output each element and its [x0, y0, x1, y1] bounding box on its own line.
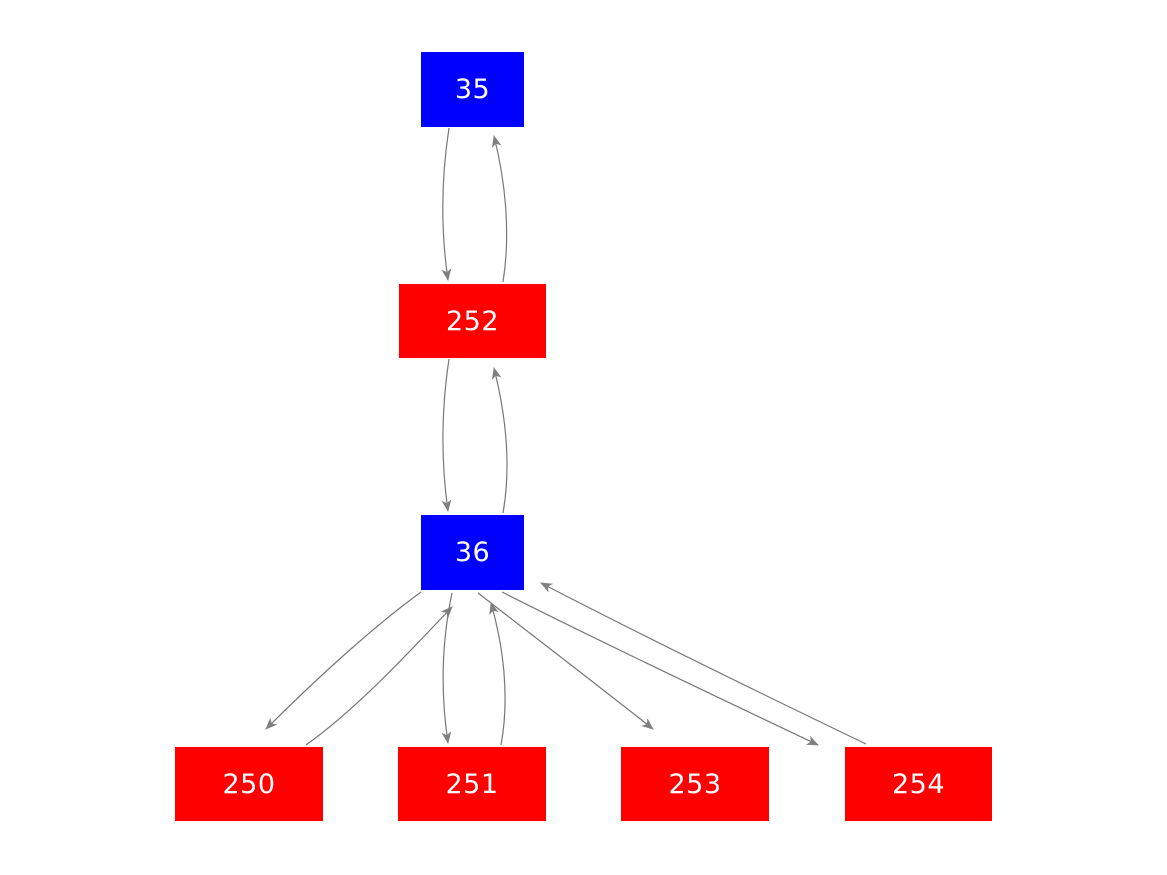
node-label-252: 252	[445, 305, 500, 337]
edge-252-to-36	[441, 358, 452, 512]
node-label-36: 36	[454, 537, 491, 568]
edge-36-to-252	[491, 367, 508, 514]
node-label-250: 250	[222, 768, 276, 800]
node-253[interactable]: 253	[621, 747, 769, 821]
node-251[interactable]: 251	[398, 747, 546, 821]
edge-group	[265, 127, 867, 746]
node-label-253: 253	[668, 768, 722, 800]
node-254[interactable]: 254	[845, 747, 992, 821]
node-label-254: 254	[891, 768, 946, 800]
node-36[interactable]: 36	[421, 515, 524, 590]
edge-254-to-36	[540, 582, 867, 745]
edge-35-to-252	[441, 127, 452, 281]
node-252[interactable]: 252	[399, 284, 546, 358]
node-250[interactable]: 250	[175, 747, 323, 821]
edge-36-to-250	[265, 591, 422, 730]
node-label-35: 35	[454, 74, 491, 105]
node-35[interactable]: 35	[421, 52, 524, 127]
edge-36-to-254	[501, 591, 819, 746]
node-label-251: 251	[445, 768, 499, 800]
edge-36-to-253	[477, 592, 654, 730]
edge-250-to-36	[305, 606, 453, 746]
edge-252-to-35	[491, 135, 508, 283]
edge-251-to-36	[489, 602, 506, 746]
edge-36-to-251	[441, 592, 453, 744]
